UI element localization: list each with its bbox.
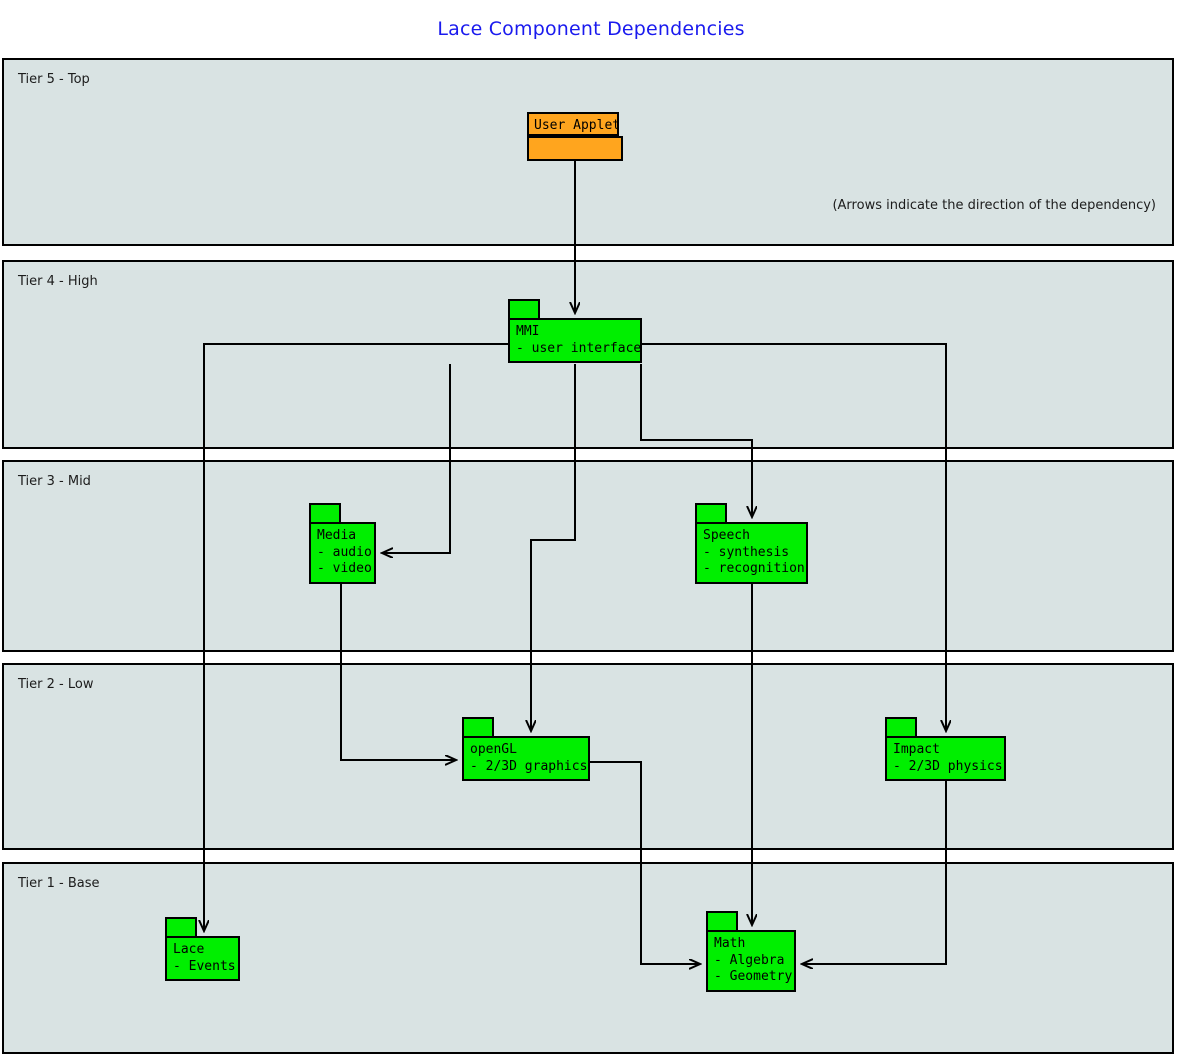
package-tab: User Applet <box>527 112 620 136</box>
package-detail-line: - user interface <box>516 340 642 356</box>
package-detail-line: - synthesis <box>703 544 790 560</box>
package-name: Lace <box>173 942 205 957</box>
package-detail-line: - 2/3D physics <box>893 758 1003 774</box>
package-detail-line: - 2/3D graphics <box>470 758 588 774</box>
package-name: Impact <box>893 742 940 757</box>
package-lace[interactable]: Lace- Events <box>165 917 240 981</box>
package-body: Impact- 2/3D physics <box>885 736 1006 781</box>
tier-band-tier3: Tier 3 - Mid <box>2 460 1174 652</box>
package-name: Media <box>317 528 357 543</box>
package-speech[interactable]: Speech- synthesis- recognition <box>695 503 808 584</box>
package-body: openGL- 2/3D graphics <box>462 736 590 781</box>
tier-label: Tier 5 - Top <box>18 72 90 87</box>
tier-label: Tier 3 - Mid <box>18 474 91 489</box>
package-name: MMI <box>516 324 540 339</box>
package-detail-line: - Algebra <box>714 952 785 968</box>
package-math[interactable]: Math- Algebra- Geometry <box>706 911 796 992</box>
package-media[interactable]: Media- audio- video <box>309 503 376 584</box>
package-name: Speech <box>703 528 750 543</box>
package-impact[interactable]: Impact- 2/3D physics <box>885 717 1006 781</box>
package-name: Math <box>714 936 746 951</box>
package-mmi[interactable]: MMI- user interface <box>508 299 642 363</box>
page-title: Lace Component Dependencies <box>437 18 745 40</box>
tier-band-tier4: Tier 4 - High <box>2 260 1174 449</box>
package-user-applet[interactable]: User Applet <box>527 112 623 161</box>
package-body: Speech- synthesis- recognition <box>695 522 808 584</box>
package-body: Media- audio- video <box>309 522 376 584</box>
package-name: openGL <box>470 742 517 757</box>
package-opengl[interactable]: openGL- 2/3D graphics <box>462 717 590 781</box>
package-body: MMI- user interface <box>508 318 642 363</box>
package-detail-line: - recognition <box>703 561 805 576</box>
tier-label: Tier 1 - Base <box>18 876 100 891</box>
package-detail-line: - video <box>317 561 372 576</box>
package-detail-line: - audio <box>317 544 372 560</box>
legend-note: (Arrows indicate the direction of the de… <box>832 198 1156 213</box>
package-detail-line: - Events <box>173 958 236 974</box>
tier-label: Tier 4 - High <box>18 274 98 289</box>
package-body: Math- Algebra- Geometry <box>706 930 796 992</box>
package-body <box>527 136 623 161</box>
package-body: Lace- Events <box>165 936 240 981</box>
package-detail-line: - Geometry <box>714 969 793 984</box>
tier-label: Tier 2 - Low <box>18 677 94 692</box>
